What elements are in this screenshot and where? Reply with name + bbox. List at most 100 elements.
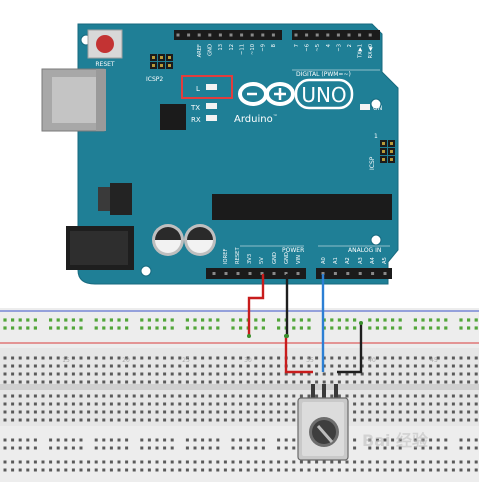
breadboard-hole (391, 380, 395, 384)
breadboard-hole (155, 380, 159, 384)
digital-pin-label: AREF (197, 44, 203, 57)
rail-hole (94, 326, 98, 330)
breadboard-hole (11, 402, 15, 406)
rail-hole (102, 318, 106, 322)
breadboard-hole (33, 402, 37, 406)
breadboard-hole (269, 394, 273, 398)
breadboard-hole (261, 364, 265, 368)
breadboard-hole (383, 380, 387, 384)
breadboard-hole (223, 356, 227, 360)
bottom-pin-label: VIN (296, 255, 302, 264)
breadboard-hole (79, 468, 83, 472)
breadboard-hole (467, 364, 471, 368)
breadboard-hole (26, 418, 30, 422)
breadboard-hole (3, 402, 7, 406)
breadboard-hole (87, 460, 91, 464)
breadboard-hole (383, 410, 387, 414)
breadboard-hole (421, 372, 425, 376)
rail-hole (155, 438, 159, 442)
breadboard-hole (102, 468, 106, 472)
breadboard-hole (360, 410, 364, 414)
breadboard-hole (33, 418, 37, 422)
rail-hole (33, 326, 37, 330)
breadboard-hole (64, 380, 68, 384)
breadboard-hole (368, 460, 372, 464)
rail-hole (254, 446, 258, 450)
breadboard-hole (185, 468, 189, 472)
breadboard-hole (64, 418, 68, 422)
breadboard-hole (163, 372, 167, 376)
wire-5v (247, 274, 265, 336)
breadboard-hole (125, 402, 129, 406)
breadboard-hole (18, 460, 22, 464)
breadboard-hole (429, 380, 433, 384)
rail-hole (49, 446, 53, 450)
breadboard-hole (49, 356, 53, 360)
breadboard-hole (330, 468, 334, 472)
column-number: 45 (430, 357, 438, 364)
column-number: 35 (306, 357, 314, 364)
breadboard-hole (49, 460, 53, 464)
breadboard-hole (71, 372, 75, 376)
breadboard-hole (223, 468, 227, 472)
breadboard-hole (132, 418, 136, 422)
rail-hole (398, 318, 402, 322)
rail-hole (170, 318, 174, 322)
breadboard-hole (125, 372, 129, 376)
breadboard-hole (307, 460, 311, 464)
breadboard-hole (163, 364, 167, 368)
rail-hole (117, 446, 121, 450)
breadboard-hole (132, 364, 136, 368)
breadboard-hole (33, 364, 37, 368)
breadboard-hole (413, 410, 417, 414)
breadboard-hole (383, 460, 387, 464)
breadboard-hole (56, 402, 60, 406)
breadboard-hole (315, 394, 319, 398)
column-number: 15 (62, 357, 70, 364)
breadboard-hole (261, 356, 265, 360)
breadboard-hole (307, 394, 311, 398)
breadboard-hole (140, 372, 144, 376)
breadboard-hole (254, 460, 258, 464)
breadboard-hole (254, 418, 258, 422)
breadboard-hole (467, 468, 471, 472)
breadboard-hole (155, 418, 159, 422)
breadboard-hole (11, 356, 15, 360)
breadboard-hole (163, 418, 167, 422)
breadboard-hole (71, 410, 75, 414)
breadboard-hole (87, 402, 91, 406)
rail-hole (11, 446, 15, 450)
rail-hole (3, 446, 7, 450)
breadboard-hole (459, 380, 463, 384)
breadboard-hole (147, 364, 151, 368)
capacitor (152, 224, 184, 256)
breadboard-hole (109, 372, 113, 376)
rail-hole (299, 318, 303, 322)
breadboard-hole (147, 410, 151, 414)
breadboard-hole (79, 364, 83, 368)
breadboard-hole (322, 364, 326, 368)
breadboard-hole (87, 468, 91, 472)
breadboard-hole (102, 460, 106, 464)
breadboard-hole (102, 394, 106, 398)
rail-hole (216, 438, 220, 442)
rail-hole (3, 438, 7, 442)
digital-pin-label: 8 (271, 44, 277, 47)
breadboard-hole (421, 356, 425, 360)
rail-hole (201, 326, 205, 330)
breadboard-hole (49, 364, 53, 368)
breadboard-hole (170, 372, 174, 376)
breadboard-hole (269, 364, 273, 368)
breadboard-hole (246, 372, 250, 376)
breadboard-hole (353, 468, 357, 472)
digital-header-right (292, 30, 380, 40)
breadboard-hole (277, 402, 281, 406)
breadboard-hole (239, 356, 243, 360)
digital-pin-label: 7 (294, 44, 300, 47)
digital-pin-label: ~9 (261, 44, 267, 52)
reset-button[interactable] (87, 29, 123, 59)
breadboard-hole (444, 372, 448, 376)
breadboard-hole (140, 380, 144, 384)
breadboard-hole (444, 410, 448, 414)
rail-hole (436, 318, 440, 322)
